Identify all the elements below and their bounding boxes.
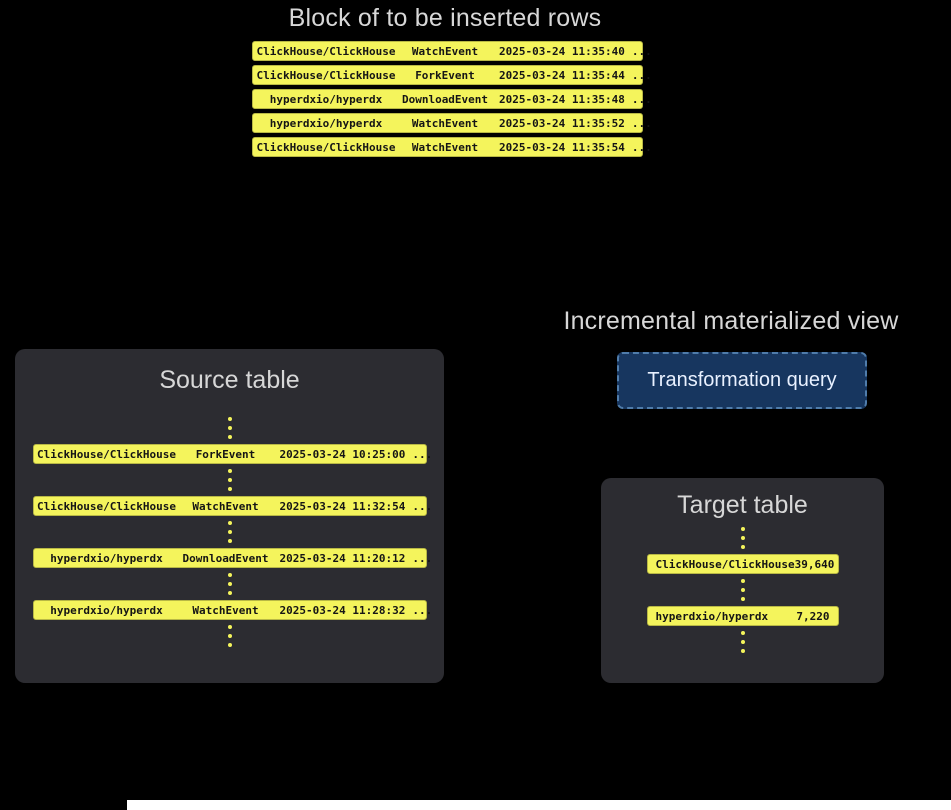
table-row: ClickHouse/ClickHouse WatchEvent 2025-03… xyxy=(252,137,652,157)
ellipsis-dots xyxy=(740,527,745,549)
row-count-cell: 39,640 xyxy=(794,557,835,571)
materialized-view-title: Incremental materialized view xyxy=(563,307,899,335)
row-event-cell: WatchEvent xyxy=(411,116,479,130)
table-row: hyperdxio/hyperdx 7,220 xyxy=(646,606,839,626)
row-timestamp-cell: 2025-03-24 11:35:52 xyxy=(499,116,625,130)
table-row: hyperdxio/hyperdx DownloadEvent 2025-03-… xyxy=(252,89,652,109)
transformation-query-label: Transformation query xyxy=(647,369,837,391)
ellipsis-dots xyxy=(227,573,232,595)
row-more-cell: ... xyxy=(412,499,433,513)
table-row: hyperdxio/hyperdx WatchEvent 2025-03-24 … xyxy=(252,113,652,133)
table-row: ClickHouse/ClickHouse 39,640 xyxy=(646,554,839,574)
ellipsis-dots xyxy=(227,521,232,543)
row-repo-cell: ClickHouse/ClickHouse xyxy=(655,557,795,571)
source-table-panel: Source table ClickHouse/ClickHouse ForkE… xyxy=(15,349,444,683)
row-repo-cell: hyperdxio/hyperdx xyxy=(269,92,383,106)
row-repo-cell: ClickHouse/ClickHouse xyxy=(36,447,177,461)
row-event-cell: ForkEvent xyxy=(415,68,475,82)
ellipsis-dots xyxy=(740,579,745,601)
row-count-cell: 7,220 xyxy=(796,609,830,623)
row-more-cell: ... xyxy=(412,603,433,617)
row-event-cell: DownloadEvent xyxy=(401,92,489,106)
row-event-cell: DownloadEvent xyxy=(182,551,269,565)
transformation-query-box: Transformation query xyxy=(617,352,867,409)
table-row: hyperdxio/hyperdx WatchEvent 2025-03-24 … xyxy=(32,600,432,620)
table-row: ClickHouse/ClickHouse WatchEvent 2025-03… xyxy=(32,496,432,516)
row-repo-cell: hyperdxio/hyperdx xyxy=(655,609,769,623)
row-timestamp-cell: 2025-03-24 10:25:00 xyxy=(279,447,406,461)
row-timestamp-cell: 2025-03-24 11:28:32 xyxy=(279,603,406,617)
target-table-title: Target table xyxy=(677,491,808,519)
row-more-cell: ... xyxy=(631,140,652,154)
row-event-cell: WatchEvent xyxy=(411,140,479,154)
row-repo-cell: hyperdxio/hyperdx xyxy=(269,116,383,130)
insert-block-title: Block of to be inserted rows xyxy=(288,4,602,32)
row-more-cell: ... xyxy=(631,68,652,82)
table-row: ClickHouse/ClickHouse WatchEvent 2025-03… xyxy=(252,41,652,61)
ellipsis-dots xyxy=(740,631,745,653)
row-repo-cell: hyperdxio/hyperdx xyxy=(50,603,163,617)
row-timestamp-cell: 2025-03-24 11:20:12 xyxy=(279,551,406,565)
row-timestamp-cell: 2025-03-24 11:35:48 xyxy=(499,92,625,106)
source-table-title: Source table xyxy=(159,366,300,394)
ellipsis-dots xyxy=(227,469,232,491)
row-event-cell: WatchEvent xyxy=(411,44,479,58)
row-repo-cell: ClickHouse/ClickHouse xyxy=(256,44,396,58)
table-row: hyperdxio/hyperdx DownloadEvent 2025-03-… xyxy=(32,548,432,568)
table-row: ClickHouse/ClickHouse ForkEvent 2025-03-… xyxy=(252,65,652,85)
row-more-cell: ... xyxy=(631,44,652,58)
row-event-cell: WatchEvent xyxy=(192,499,259,513)
ellipsis-dots xyxy=(227,417,232,439)
row-repo-cell: ClickHouse/ClickHouse xyxy=(36,499,177,513)
row-repo-cell: ClickHouse/ClickHouse xyxy=(256,68,396,82)
row-timestamp-cell: 2025-03-24 11:35:54 xyxy=(499,140,625,154)
bottom-strip xyxy=(127,800,951,810)
row-more-cell: ... xyxy=(631,92,652,106)
row-timestamp-cell: 2025-03-24 11:35:44 xyxy=(499,68,625,82)
inserted-rows-block: ClickHouse/ClickHouse WatchEvent 2025-03… xyxy=(252,41,652,157)
target-table-panel: Target table ClickHouse/ClickHouse 39,64… xyxy=(601,478,884,683)
row-timestamp-cell: 2025-03-24 11:35:40 xyxy=(499,44,625,58)
row-event-cell: ForkEvent xyxy=(195,447,256,461)
row-event-cell: WatchEvent xyxy=(192,603,259,617)
table-row: ClickHouse/ClickHouse ForkEvent 2025-03-… xyxy=(32,444,432,464)
ellipsis-dots xyxy=(227,625,232,647)
row-timestamp-cell: 2025-03-24 11:32:54 xyxy=(279,499,406,513)
row-repo-cell: ClickHouse/ClickHouse xyxy=(256,140,396,154)
row-repo-cell: hyperdxio/hyperdx xyxy=(50,551,163,565)
row-more-cell: ... xyxy=(412,551,433,565)
row-more-cell: ... xyxy=(631,116,652,130)
row-more-cell: ... xyxy=(412,447,433,461)
